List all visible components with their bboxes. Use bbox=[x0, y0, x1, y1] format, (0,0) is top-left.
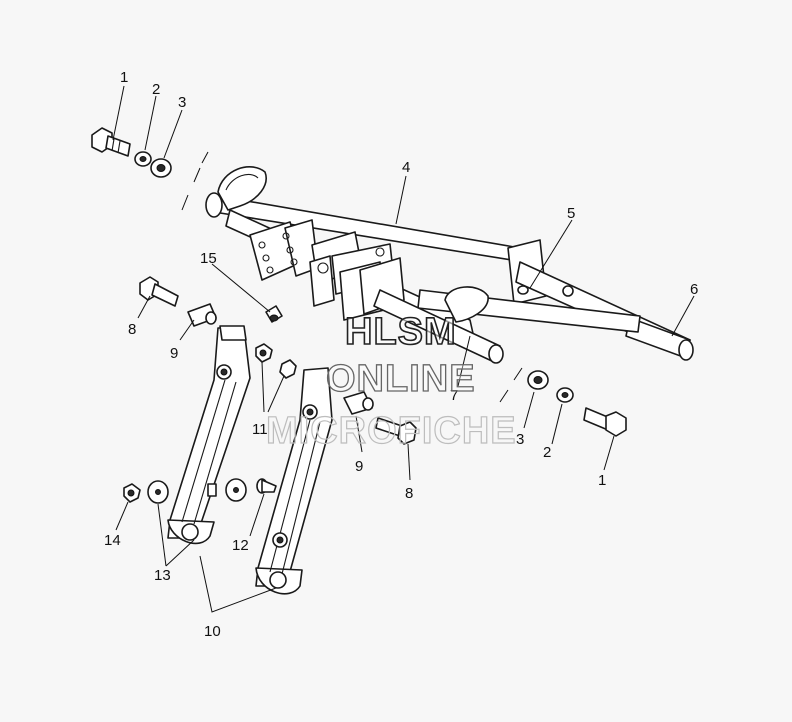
nut-11b bbox=[279, 359, 297, 379]
callout-13: 13 bbox=[154, 567, 171, 584]
callout-8-left: 8 bbox=[128, 321, 136, 338]
callout-1-upper: 1 bbox=[120, 69, 128, 86]
callout-11: 11 bbox=[252, 421, 268, 438]
callout-labels: 1 2 3 4 5 6 15 8 9 11 7 9 8 3 2 1 14 12 … bbox=[104, 69, 698, 640]
nut-11a bbox=[255, 343, 273, 363]
callout-4: 4 bbox=[402, 159, 410, 176]
callout-15: 15 bbox=[200, 250, 217, 267]
link-left-10 bbox=[167, 325, 251, 545]
callout-3-lower: 3 bbox=[516, 431, 524, 448]
callout-2-lower: 2 bbox=[543, 444, 551, 461]
callout-5: 5 bbox=[567, 205, 575, 222]
pin-12 bbox=[256, 478, 277, 494]
callout-8-right: 8 bbox=[405, 485, 413, 502]
nut-14 bbox=[123, 483, 141, 503]
callout-12: 12 bbox=[232, 537, 249, 554]
callout-10: 10 bbox=[204, 623, 221, 640]
callout-14: 14 bbox=[104, 532, 121, 549]
watermark-line-1: HLSM bbox=[345, 311, 457, 353]
a-frame-assembly bbox=[205, 166, 694, 364]
break-line-left bbox=[181, 151, 209, 211]
washer-upper-left-large bbox=[150, 158, 172, 178]
watermark: HLSM ONLINE MICROFICHE bbox=[265, 310, 517, 452]
callout-3-upper: 3 bbox=[178, 94, 186, 111]
washer-13a bbox=[147, 480, 169, 504]
watermark-line-2: ONLINE bbox=[326, 358, 476, 400]
callout-1-lower: 1 bbox=[598, 472, 606, 489]
washer-upper-left-small bbox=[134, 151, 152, 167]
sleeve-right-9 bbox=[343, 391, 374, 415]
sleeve-left-9 bbox=[187, 303, 217, 327]
washer-13b bbox=[225, 478, 247, 502]
clip-left bbox=[207, 483, 217, 497]
grease-fitting-5 bbox=[517, 285, 574, 297]
break-line-right bbox=[499, 367, 523, 403]
grease-fitting-15 bbox=[265, 305, 283, 323]
washer-right-large bbox=[527, 370, 549, 390]
washer-right-small bbox=[556, 387, 574, 403]
bolt-upper-left bbox=[91, 127, 131, 157]
watermark-line-3: MICROFICHE bbox=[266, 410, 517, 452]
callout-7: 7 bbox=[450, 387, 458, 404]
callout-9-left: 9 bbox=[170, 345, 178, 362]
callout-6: 6 bbox=[690, 281, 698, 298]
leader-lines bbox=[112, 85, 695, 613]
link-right-10 bbox=[255, 367, 333, 595]
callout-2-upper: 2 bbox=[152, 81, 160, 98]
callout-9-right: 9 bbox=[355, 458, 363, 475]
bolt-left-8 bbox=[139, 276, 179, 307]
bolt-right-8 bbox=[375, 417, 417, 445]
bolt-right-1 bbox=[583, 407, 627, 437]
